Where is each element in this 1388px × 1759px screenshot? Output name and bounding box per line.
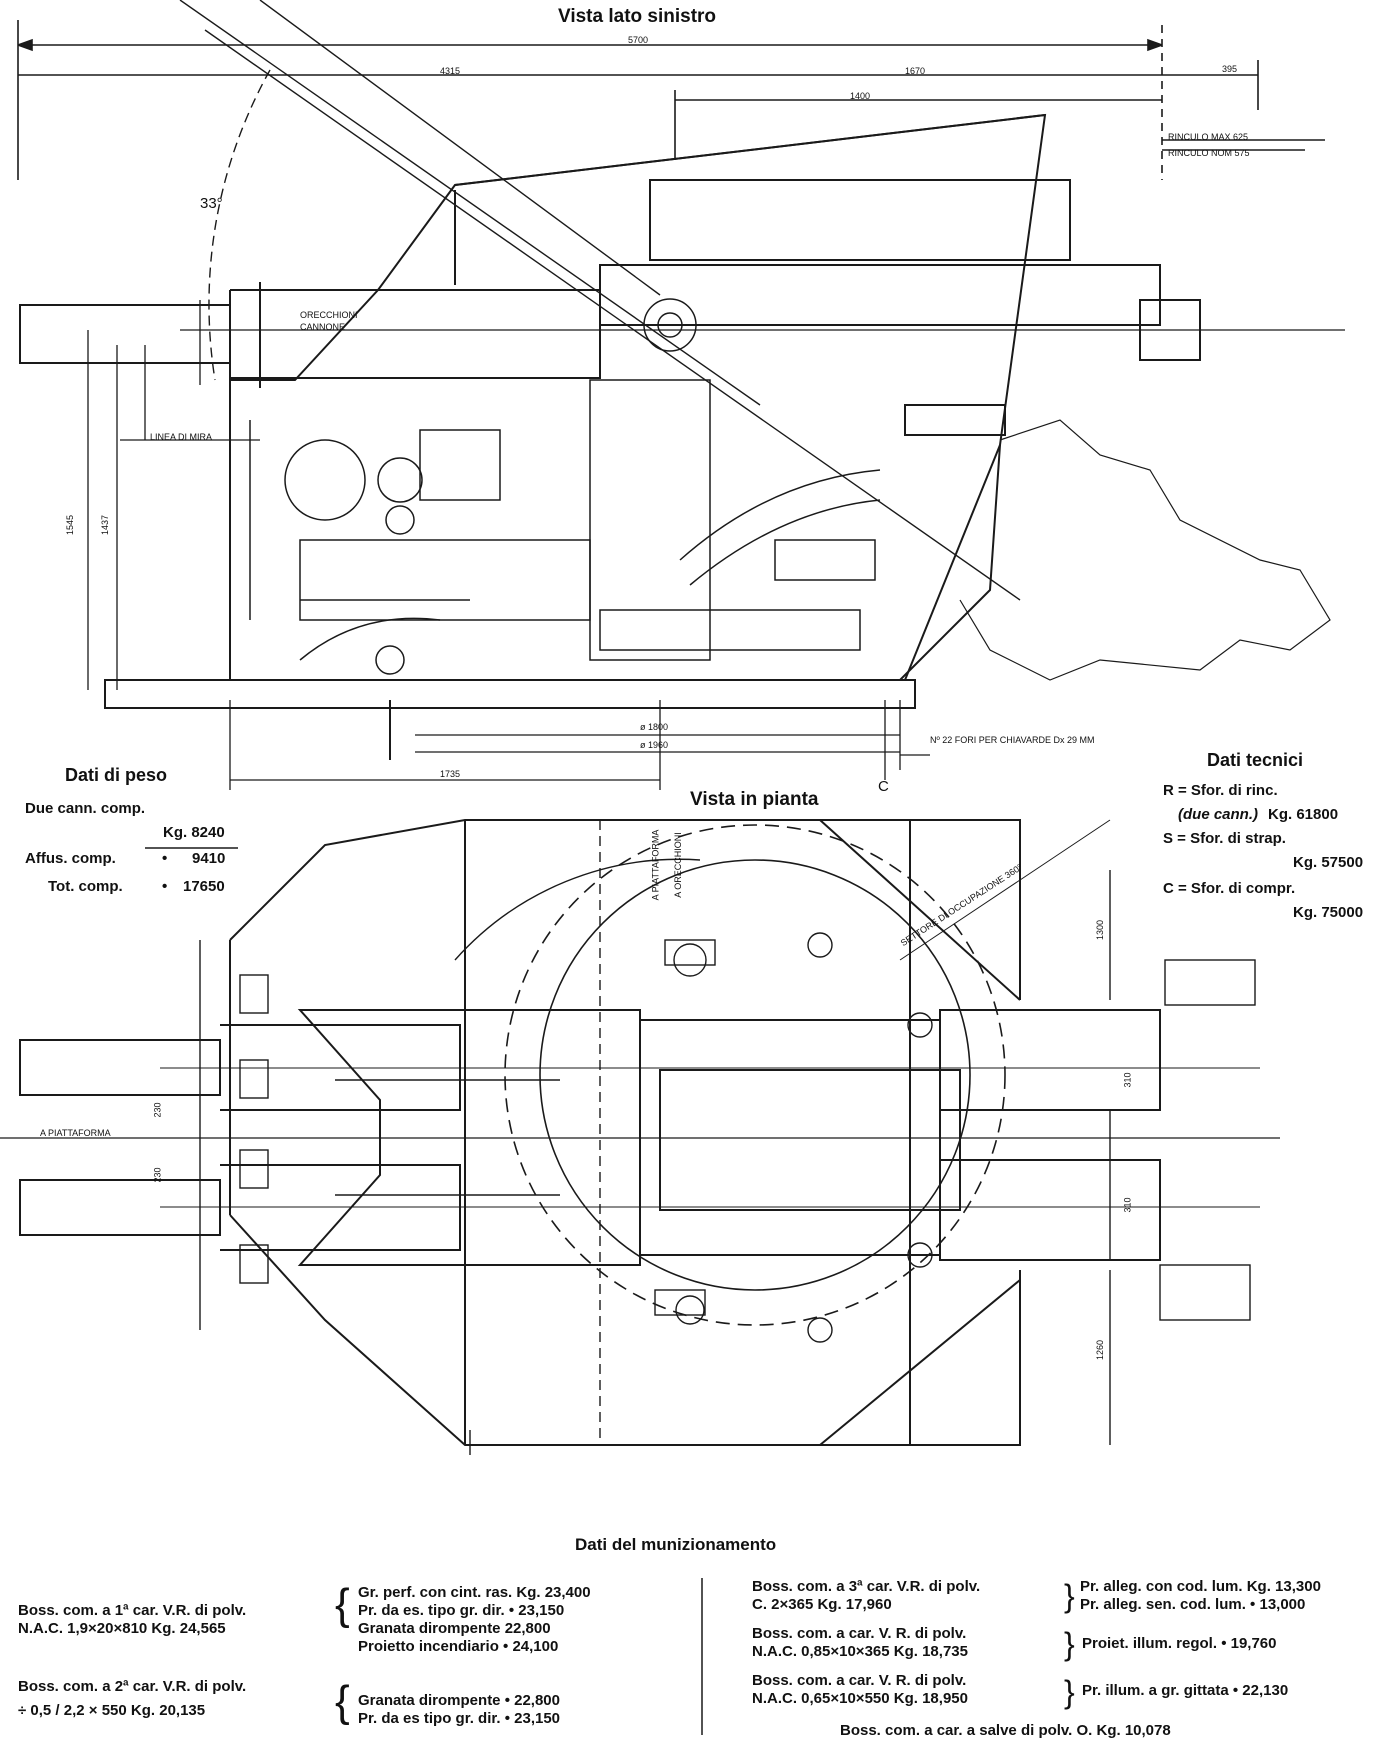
ammo-item: Pr. illum. a gr. gittata • 22,130 [1082,1682,1289,1699]
ammo-line: Boss. com. a 3ª car. V.R. di polv. [752,1578,981,1595]
side-vertical-dims [87,300,260,690]
ammo-line: N.A.C. 0,65×10×550 Kg. 18,950 [752,1690,968,1707]
tecnici-c2: Kg. 75000 [1293,904,1364,921]
diam-1960-label: ø 1960 [640,740,669,750]
rinculo-nom-label: RINCULO NOM 575 [1168,148,1250,158]
peso-row1-value: Kg. 8240 [163,824,225,841]
linea-mira-label: LINEA DI MIRA [150,432,213,442]
ammo-item: Proiet. illum. regol. • 19,760 [1082,1635,1277,1652]
peso-row2-value: 9410 [192,850,226,867]
brace-right-1: } [1064,1578,1075,1614]
barrel-b-label: 230 [152,1167,163,1183]
top-dimensions [17,20,1325,180]
ammo-item: Granata dirompente 22,800 [358,1620,551,1637]
ammo-left-items1: Gr. perf. con cint. ras. Kg. 23,400 Pr. … [358,1584,591,1656]
dim-upper-span: 1400 [850,91,871,101]
ammo-left-block1: Boss. com. a 1ª car. V.R. di polv. N.A.C… [18,1602,246,1638]
orecchioni-label: ORECCHIONI [300,310,358,320]
peso-row1-label: Due cann. comp. [25,800,146,817]
ammo-line: ÷ 0,5 / 2,2 × 550 Kg. 20,135 [18,1702,206,1719]
side-view-shield [104,113,1047,760]
ammo-left-block2: Boss. com. a 2ª car. V.R. di polv. ÷ 0,5… [18,1678,246,1720]
fori-label: Nº 22 FORI PER CHIAVARDE Dx 29 MM [930,735,1095,745]
ammo-right-items3: Pr. illum. a gr. gittata • 22,130 [1082,1682,1288,1700]
elevation-rays [179,0,1021,601]
rinculo-max-label: RINCULO MAX 625 [1168,132,1249,142]
rear-offset-label: 1735 [440,769,461,779]
angle-label: 33° [200,195,223,212]
ammo-line: N.A.C. 0,85×10×365 Kg. 18,735 [752,1643,968,1660]
brace-left-2: { [335,1677,350,1726]
peso-row2-label: Affus. comp. [25,850,116,867]
tecnici-r2-italic: (due cann.) [1178,806,1259,823]
side-view-title: Vista lato sinistro [558,6,717,27]
peso-row3-value: 17650 [183,878,225,895]
ammo-left-items2: Granata dirompente • 22,800 Pr. da es ti… [358,1692,560,1728]
ammo-right-block2: Boss. com. a car. V. R. di polv. N.A.C. … [752,1625,968,1661]
plan-view-title: Vista in pianta [690,789,819,810]
ammo-line: Boss. com. a car. V. R. di polv. [752,1625,967,1642]
dim-left-segment: 4315 [440,66,461,76]
ammo-item: Pr. da es. tipo gr. dir. • 23,150 [358,1602,565,1619]
ammo-line: N.A.C. 1,9×20×810 Kg. 24,565 [18,1620,226,1637]
diam-1800-label: ø 1800 [640,722,669,732]
tecnici-c1: C = Sfor. di compr. [1163,880,1296,897]
cannone-label: CANNONE [300,322,346,332]
ammo-item: Pr. alleg. sen. cod. lum. • 13,000 [1080,1596,1306,1613]
piattaforma-label: A PIATTAFORMA [40,1128,111,1138]
peso-dash-1: • [162,850,168,867]
ammo-item: Gr. perf. con cint. ras. Kg. 23,400 [358,1584,591,1601]
plan-view-outline [229,819,1021,1446]
ammo-line: Boss. com. a 1ª car. V.R. di polv. [18,1602,247,1619]
tecnici-s2: Kg. 57500 [1293,854,1364,871]
terrain-contour [959,419,1331,681]
side-view-mechanism [249,298,881,675]
dim-middle-segment: 1670 [905,66,926,76]
tecnici-r1: R = Sfor. di rinc. [1163,782,1278,799]
piattaforma-vertical-label: A PIATTAFORMA [650,829,661,901]
plan-width-lower-label: 1260 [1095,1339,1106,1361]
brace-right-3: } [1064,1674,1075,1710]
ammo-line: Boss. com. a 2ª car. V.R. di polv. [18,1678,247,1695]
plan-view-barrels [0,1009,1280,1266]
dim-right-segment: 395 [1222,64,1238,74]
peso-dash-2: • [162,878,168,895]
ammo-line: C. 2×365 Kg. 17,960 [752,1596,892,1613]
height-inner-label: 1437 [100,514,111,536]
brace-right-2: } [1064,1626,1075,1662]
spacing-1-label: 310 [1122,1072,1133,1088]
ammo-right-items2: Proiet. illum. regol. • 19,760 [1082,1635,1277,1653]
orecchioni-vertical-label: A ORECCHIONI [672,832,683,898]
tecnici-r2-value: Kg. 61800 [1268,806,1339,823]
tecnici-title: Dati tecnici [1207,750,1304,770]
height-total-label: 1545 [65,514,76,536]
ammo-item: Granata dirompente • 22,800 [358,1692,560,1709]
side-view-barrel [19,179,1345,436]
peso-title: Dati di peso [65,765,168,785]
munizionamento-title: Dati del munizionamento [575,1535,777,1554]
ammo-separators [145,847,703,1735]
dim-overall: 5700 [628,35,649,45]
side-bottom-dims [229,700,930,790]
spacing-2-label: 310 [1122,1197,1133,1213]
plan-width-upper-label: 1300 [1095,919,1106,941]
ammo-right-items1: Pr. alleg. con cod. lum. Kg. 13,300 Pr. … [1080,1578,1321,1614]
peso-row3-label: Tot. comp. [48,878,123,895]
barrel-a-label: 230 [152,1102,163,1118]
plan-view-ring [454,824,1006,1326]
ammo-item: Pr. da es tipo gr. dir. • 23,150 [358,1710,561,1727]
plan-view-details [199,819,1256,1455]
ammo-item: Pr. alleg. con cod. lum. Kg. 13,300 [1080,1578,1321,1595]
ammo-right-block3: Boss. com. a car. V. R. di polv. N.A.C. … [752,1672,968,1708]
ammo-footer: Boss. com. a car. a salve di polv. O. Kg… [840,1722,1171,1739]
ammo-item: Proietto incendiario • 24,100 [358,1638,559,1655]
ammo-right-block1: Boss. com. a 3ª car. V.R. di polv. C. 2×… [752,1578,980,1614]
point-c-label: C [878,778,889,795]
brace-left-1: { [335,1580,350,1629]
ammo-line: Boss. com. a car. V. R. di polv. [752,1672,967,1689]
tecnici-s1: S = Sfor. di strap. [1163,830,1286,847]
